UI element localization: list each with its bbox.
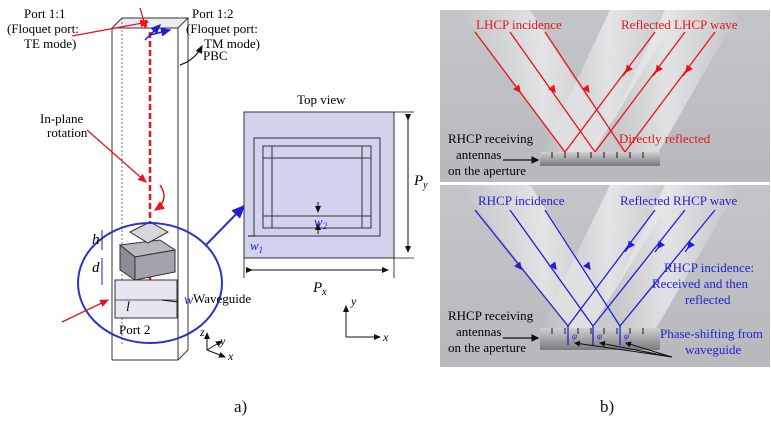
center-axis-blue xyxy=(144,23,162,41)
axes-3d xyxy=(204,332,226,358)
unit-cell-element xyxy=(114,221,178,319)
w2-label: w2 xyxy=(314,214,328,231)
port12-label-1: Port 1:2 xyxy=(192,6,234,21)
px-label: Px xyxy=(312,280,327,298)
phi-3: φ xyxy=(624,331,629,341)
axis-x-label: x xyxy=(227,349,234,363)
inplane-label-1: In-plane xyxy=(40,111,84,126)
top-view-cell xyxy=(243,111,395,259)
phi-2: φ xyxy=(597,331,602,341)
rx-bottom-label-1: RHCP receiving xyxy=(448,308,534,323)
directly-reflected-label: Directly reflected xyxy=(619,131,711,146)
port11-label-1: Port 1:1 xyxy=(24,6,66,21)
panel-b-top xyxy=(440,10,770,182)
panel-a-diagram: Port 1:1 (Floquet port: TE mode) Port 1:… xyxy=(7,6,428,363)
rhcp-note-3: reflected xyxy=(685,292,731,307)
center-axis-blue-2 xyxy=(149,27,172,37)
port11-label-2: (Floquet port: xyxy=(7,21,79,36)
axis-y-label: y xyxy=(219,334,226,348)
port2-label: Port 2 xyxy=(119,322,150,337)
panel-b-diagram: LHCP incidence Reflected LHCP wave RHCP … xyxy=(440,10,770,367)
w1-label: w1 xyxy=(250,238,263,255)
caption-a: a) xyxy=(234,397,248,416)
phi-1: φ xyxy=(572,331,577,341)
zoom-pointer-line xyxy=(204,204,246,247)
dim-w: w xyxy=(184,293,194,308)
rx-top-label-3: on the aperture xyxy=(448,163,526,178)
rhcp-note-1: RHCP incidence: xyxy=(664,260,754,275)
reflected-lhcp-label: Reflected LHCP wave xyxy=(621,17,738,32)
phase-shift-label-1: Phase-shifting from xyxy=(660,326,763,341)
tv-axis-y: y xyxy=(350,294,357,308)
inplane-label-2: rotation xyxy=(47,125,88,140)
caption-b: b) xyxy=(600,397,615,416)
rhcp-note-2: Received and then xyxy=(652,276,749,291)
dim-h: h xyxy=(92,232,100,248)
rx-bottom-label-2: antennas xyxy=(456,324,501,339)
dim-l: l xyxy=(126,300,130,315)
top-view-element xyxy=(253,137,381,237)
zoom-ellipse xyxy=(77,222,223,344)
panel-b-bottom xyxy=(440,185,770,367)
port12-label-3: TM mode) xyxy=(204,36,260,51)
lhcp-incidence-label: LHCP incidence xyxy=(476,17,562,32)
rx-top-label-2: antennas xyxy=(456,147,501,162)
rhcp-incidence-label: RHCP incidence xyxy=(478,193,565,208)
dim-d: d xyxy=(92,260,100,276)
phase-shift-label-2: waveguide xyxy=(685,342,742,357)
pbc-label: PBC xyxy=(203,48,228,63)
tv-axis-x: x xyxy=(382,330,389,344)
top-view-title: Top view xyxy=(297,92,346,107)
rx-bottom-label-3: on the aperture xyxy=(448,340,526,355)
rx-top-label-1: RHCP receiving xyxy=(448,131,534,146)
waveguide-label: Waveguide xyxy=(193,291,251,306)
reflected-rhcp-label: Reflected RHCP wave xyxy=(620,193,737,208)
port12-label-2: (Floquet port: xyxy=(186,21,258,36)
py-label: Py xyxy=(413,173,428,191)
port11-label-3: TE mode) xyxy=(24,36,76,51)
axis-z-label: z xyxy=(199,325,205,339)
